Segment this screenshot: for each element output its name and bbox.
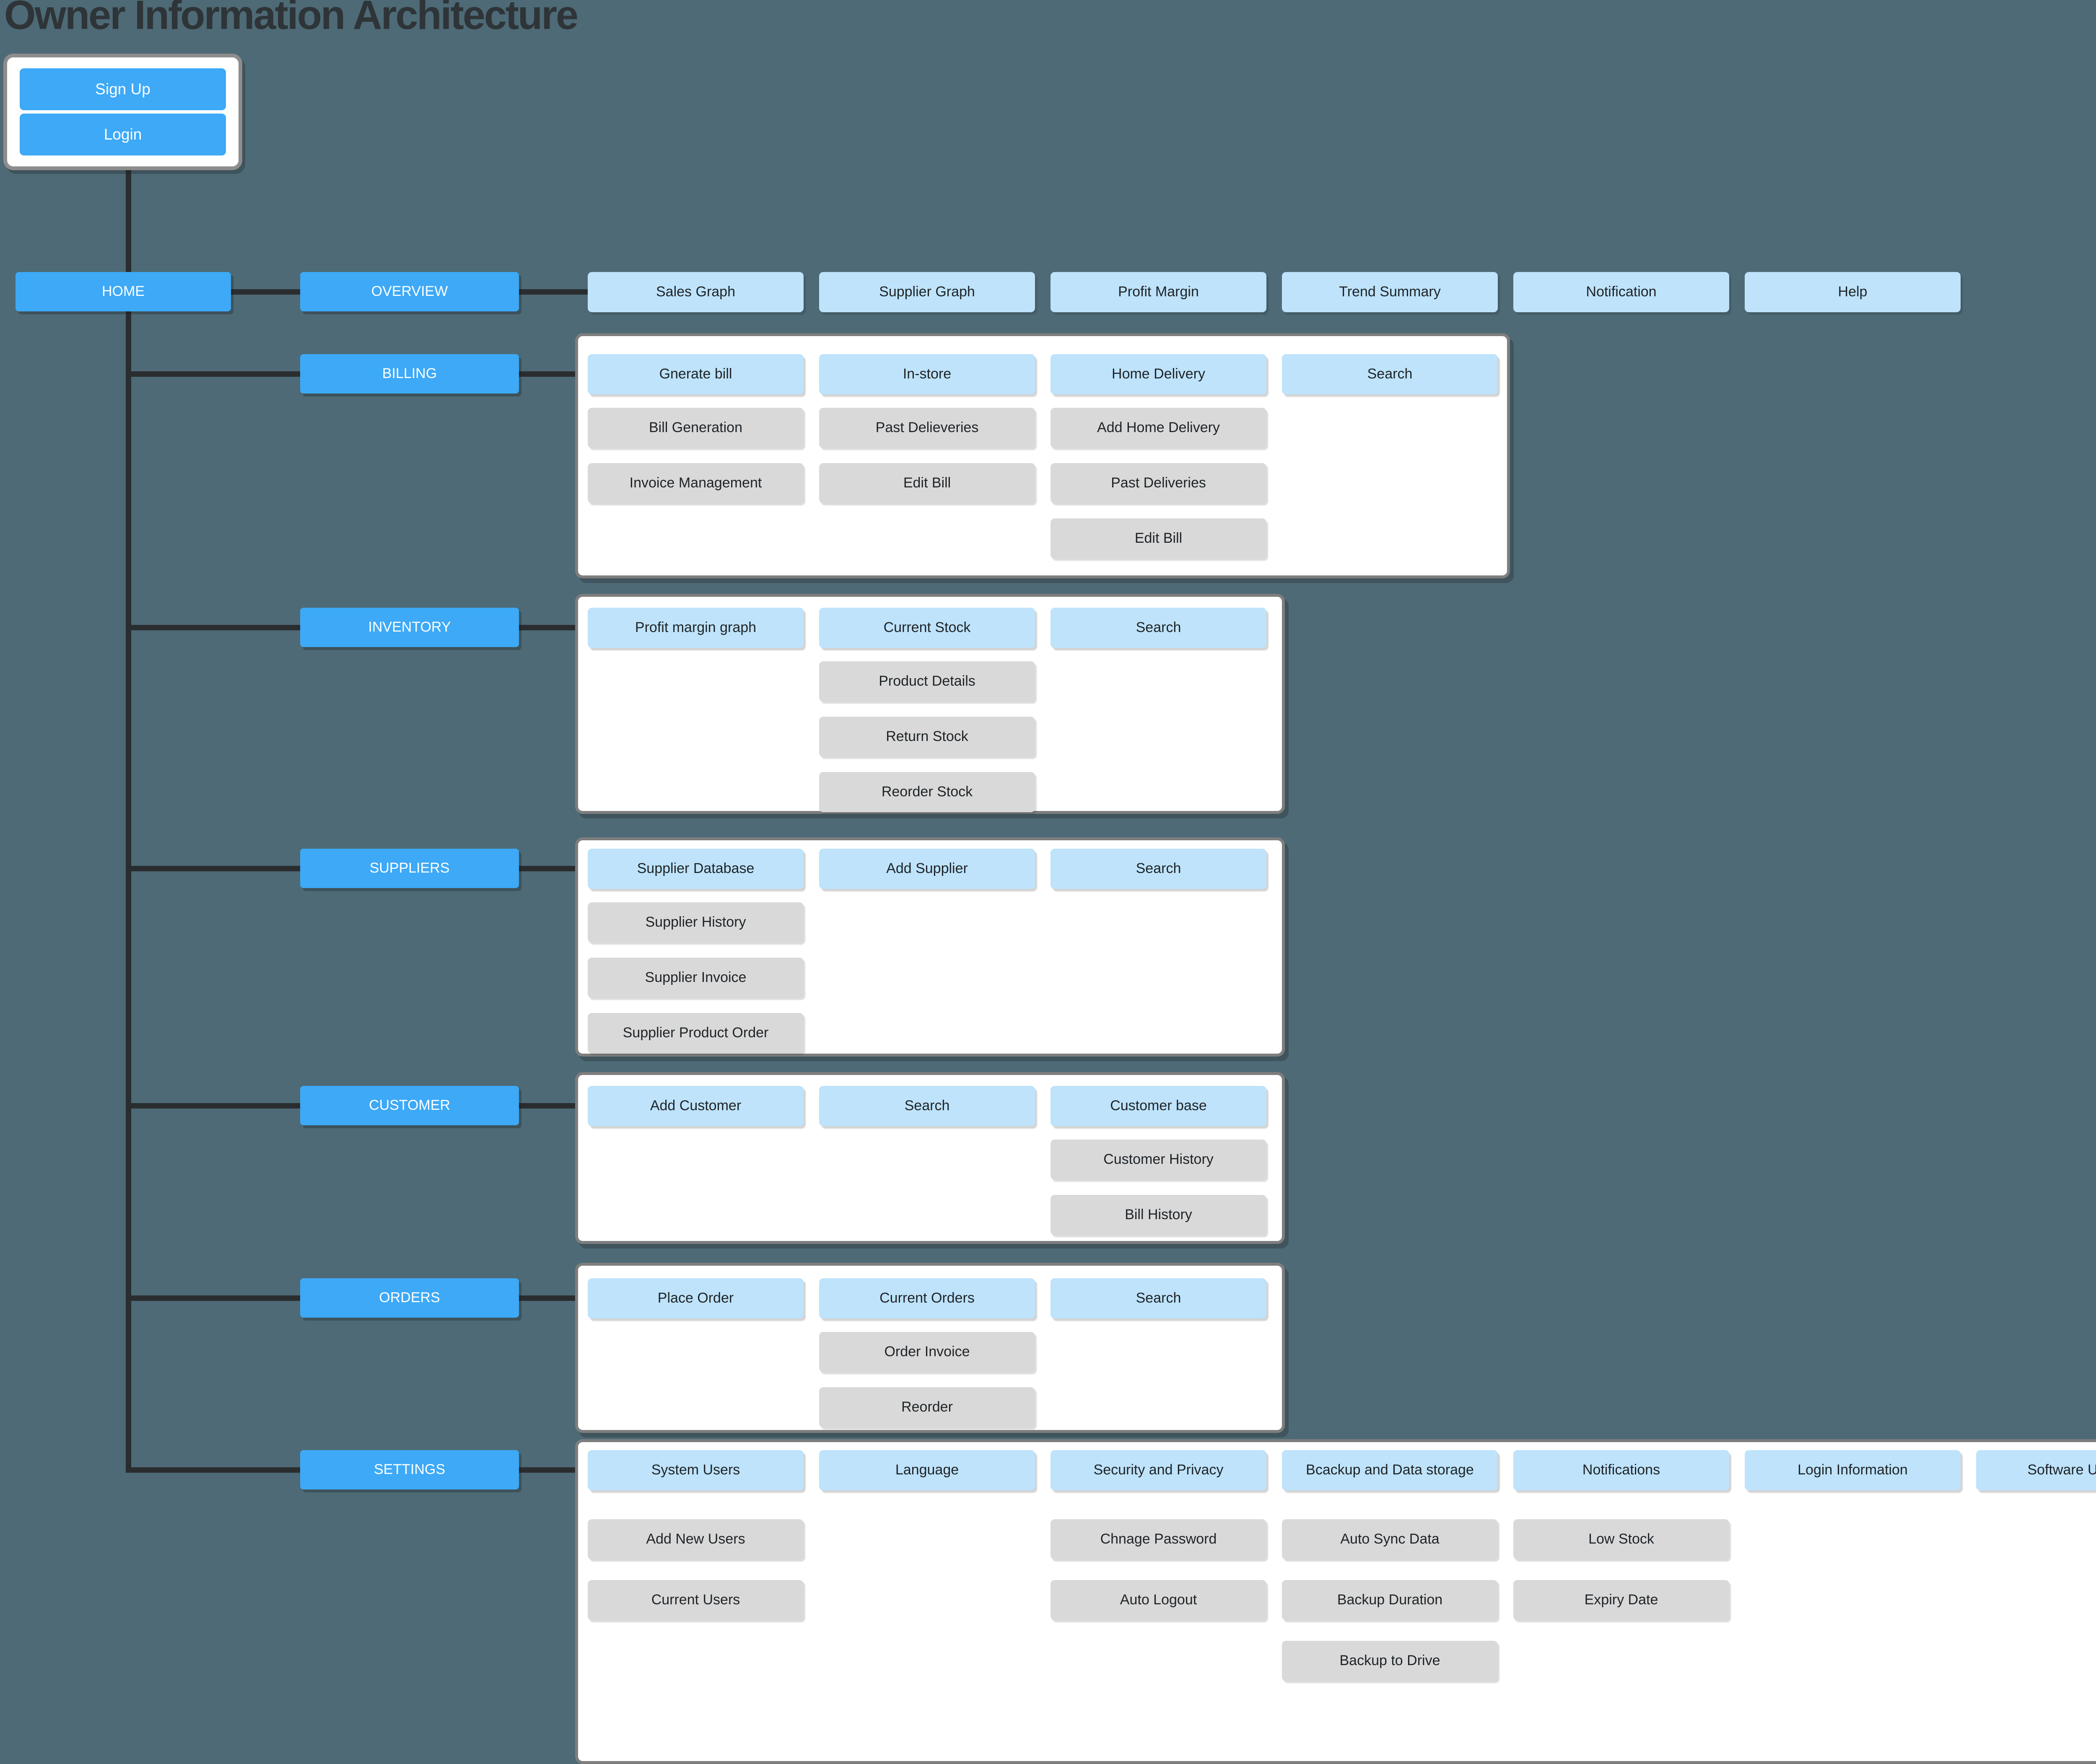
node-customer[interactable]: CUSTOMER — [300, 1086, 519, 1125]
node-billing-search[interactable]: Search — [1282, 354, 1498, 394]
node-suppliers-search[interactable]: Search — [1051, 849, 1266, 889]
node-customer-add-customer[interactable]: Add Customer — [588, 1086, 804, 1126]
connector-trunk-inventory — [126, 625, 302, 630]
node-billing-edit-bill[interactable]: Edit Bill — [1051, 518, 1266, 559]
node-settings-notifications[interactable]: Notifications — [1513, 1450, 1729, 1490]
connector-settings-children — [519, 1467, 583, 1473]
node-home[interactable]: HOME — [16, 272, 231, 311]
node-suppliers-supplier-history[interactable]: Supplier History — [588, 902, 804, 943]
node-billing-edit-bill[interactable]: Edit Bill — [819, 463, 1035, 503]
node-settings-security-and-privacy[interactable]: Security and Privacy — [1051, 1450, 1266, 1490]
connector-trunk-settings — [126, 1467, 302, 1473]
node-settings-login-information[interactable]: Login Information — [1745, 1450, 1961, 1490]
node-billing-in-store[interactable]: In-store — [819, 354, 1035, 394]
node-inventory-product-details[interactable]: Product Details — [819, 661, 1035, 702]
node-settings-bcackup-and-data-storage[interactable]: Bcackup and Data storage — [1282, 1450, 1498, 1490]
node-overview-supplier-graph[interactable]: Supplier Graph — [819, 272, 1035, 312]
connector-trunk-customer — [126, 1103, 302, 1109]
node-suppliers-supplier-database[interactable]: Supplier Database — [588, 849, 804, 889]
node-settings-backup-to-drive[interactable]: Backup to Drive — [1282, 1641, 1498, 1681]
node-billing-invoice-management[interactable]: Invoice Management — [588, 463, 804, 503]
connector-billing-children — [519, 371, 583, 377]
node-settings-low-stock[interactable]: Low Stock — [1513, 1519, 1729, 1559]
node-inventory-reorder-stock[interactable]: Reorder Stock — [819, 772, 1035, 812]
node-suppliers-supplier-product-order[interactable]: Supplier Product Order — [588, 1013, 804, 1053]
node-orders[interactable]: ORDERS — [300, 1278, 519, 1318]
node-inventory-current-stock[interactable]: Current Stock — [819, 608, 1035, 648]
node-orders-order-invoice[interactable]: Order Invoice — [819, 1332, 1035, 1372]
node-inventory-search[interactable]: Search — [1051, 608, 1266, 648]
node-settings-auto-logout[interactable]: Auto Logout — [1051, 1580, 1266, 1620]
connector-trunk-orders — [126, 1295, 302, 1301]
node-suppliers-supplier-invoice[interactable]: Supplier Invoice — [588, 958, 804, 998]
connector-trunk-suppliers — [126, 866, 302, 871]
node-billing-past-delieveries[interactable]: Past Delieveries — [819, 408, 1035, 448]
node-settings-language[interactable]: Language — [819, 1450, 1035, 1490]
node-inventory-return-stock[interactable]: Return Stock — [819, 717, 1035, 757]
node-orders-current-orders[interactable]: Current Orders — [819, 1278, 1035, 1318]
trunk-connector — [126, 168, 131, 1473]
node-settings-expiry-date[interactable]: Expiry Date — [1513, 1580, 1729, 1620]
node-billing-past-deliveries[interactable]: Past Deliveries — [1051, 463, 1266, 503]
node-customer-search[interactable]: Search — [819, 1086, 1035, 1126]
connector-orders-children — [519, 1295, 583, 1301]
node-overview-help[interactable]: Help — [1745, 272, 1961, 312]
node-overview-sales-graph[interactable]: Sales Graph — [588, 272, 804, 312]
node-overview-trend-summary[interactable]: Trend Summary — [1282, 272, 1498, 312]
node-inventory-profit-margin-graph[interactable]: Profit margin graph — [588, 608, 804, 648]
node-settings-chnage-password[interactable]: Chnage Password — [1051, 1519, 1266, 1559]
node-orders-search[interactable]: Search — [1051, 1278, 1266, 1318]
sign-up-button[interactable]: Sign Up — [20, 68, 226, 110]
node-settings-backup-duration[interactable]: Backup Duration — [1282, 1580, 1498, 1620]
node-billing[interactable]: BILLING — [300, 354, 519, 394]
node-billing-bill-generation[interactable]: Bill Generation — [588, 408, 804, 448]
node-orders-place-order[interactable]: Place Order — [588, 1278, 804, 1318]
node-inventory[interactable]: INVENTORY — [300, 608, 519, 647]
node-settings-add-new-users[interactable]: Add New Users — [588, 1519, 804, 1559]
login-button[interactable]: Login — [20, 114, 226, 155]
page-title: Owner Information Architecture — [4, 0, 578, 38]
connector-overview-children — [519, 289, 592, 295]
node-overview[interactable]: OVERVIEW — [300, 272, 519, 311]
node-suppliers-add-supplier[interactable]: Add Supplier — [819, 849, 1035, 889]
node-customer-customer-history[interactable]: Customer History — [1051, 1140, 1266, 1180]
node-settings-current-users[interactable]: Current Users — [588, 1580, 804, 1620]
node-suppliers[interactable]: SUPPLIERS — [300, 849, 519, 888]
node-settings-auto-sync-data[interactable]: Auto Sync Data — [1282, 1519, 1498, 1559]
node-settings[interactable]: SETTINGS — [300, 1450, 519, 1489]
connector-customer-children — [519, 1103, 583, 1109]
node-overview-notification[interactable]: Notification — [1513, 272, 1729, 312]
node-orders-reorder[interactable]: Reorder — [819, 1387, 1035, 1427]
node-billing-add-home-delivery[interactable]: Add Home Delivery — [1051, 408, 1266, 448]
auth-panel: Sign Up Login — [3, 54, 242, 170]
node-customer-customer-base[interactable]: Customer base — [1051, 1086, 1266, 1126]
node-billing-home-delivery[interactable]: Home Delivery — [1051, 354, 1266, 394]
node-overview-profit-margin[interactable]: Profit Margin — [1051, 272, 1266, 312]
connector-suppliers-children — [519, 866, 583, 871]
connector-inventory-children — [519, 625, 583, 630]
node-settings-software-updates[interactable]: Software Updates — [1976, 1450, 2096, 1490]
node-billing-gnerate-bill[interactable]: Gnerate bill — [588, 354, 804, 394]
connector-trunk-billing — [126, 371, 302, 377]
node-customer-bill-history[interactable]: Bill History — [1051, 1195, 1266, 1235]
node-settings-system-users[interactable]: System Users — [588, 1450, 804, 1490]
